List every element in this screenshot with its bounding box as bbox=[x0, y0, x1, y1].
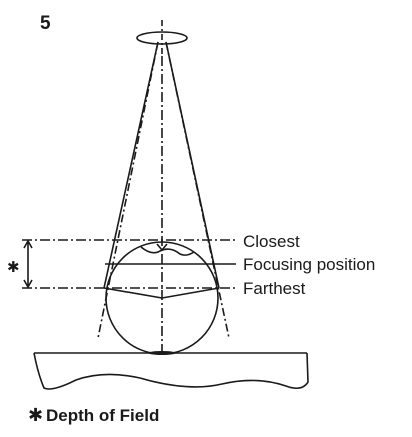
dof-arrow-bottom bbox=[23, 279, 33, 289]
inner-ray-right bbox=[161, 287, 220, 299]
label-farthest: Farthest bbox=[243, 279, 306, 298]
figure-number: 5 bbox=[40, 13, 51, 34]
top-arrow bbox=[156, 243, 168, 252]
contact-point bbox=[148, 351, 176, 355]
caption: Depth of Field bbox=[46, 406, 160, 425]
sphere-highlight bbox=[140, 246, 195, 256]
inner-ray-left bbox=[103, 287, 163, 299]
asterisk-icon: ✱ bbox=[7, 258, 20, 276]
base-surface bbox=[33, 352, 309, 390]
ray-left-solid bbox=[103, 41, 159, 289]
caption-asterisk-icon: ✱ bbox=[28, 405, 44, 426]
label-closest: Closest bbox=[243, 232, 300, 251]
dof-arrow-top bbox=[23, 239, 33, 249]
label-focusing-position: Focusing position bbox=[243, 255, 376, 274]
